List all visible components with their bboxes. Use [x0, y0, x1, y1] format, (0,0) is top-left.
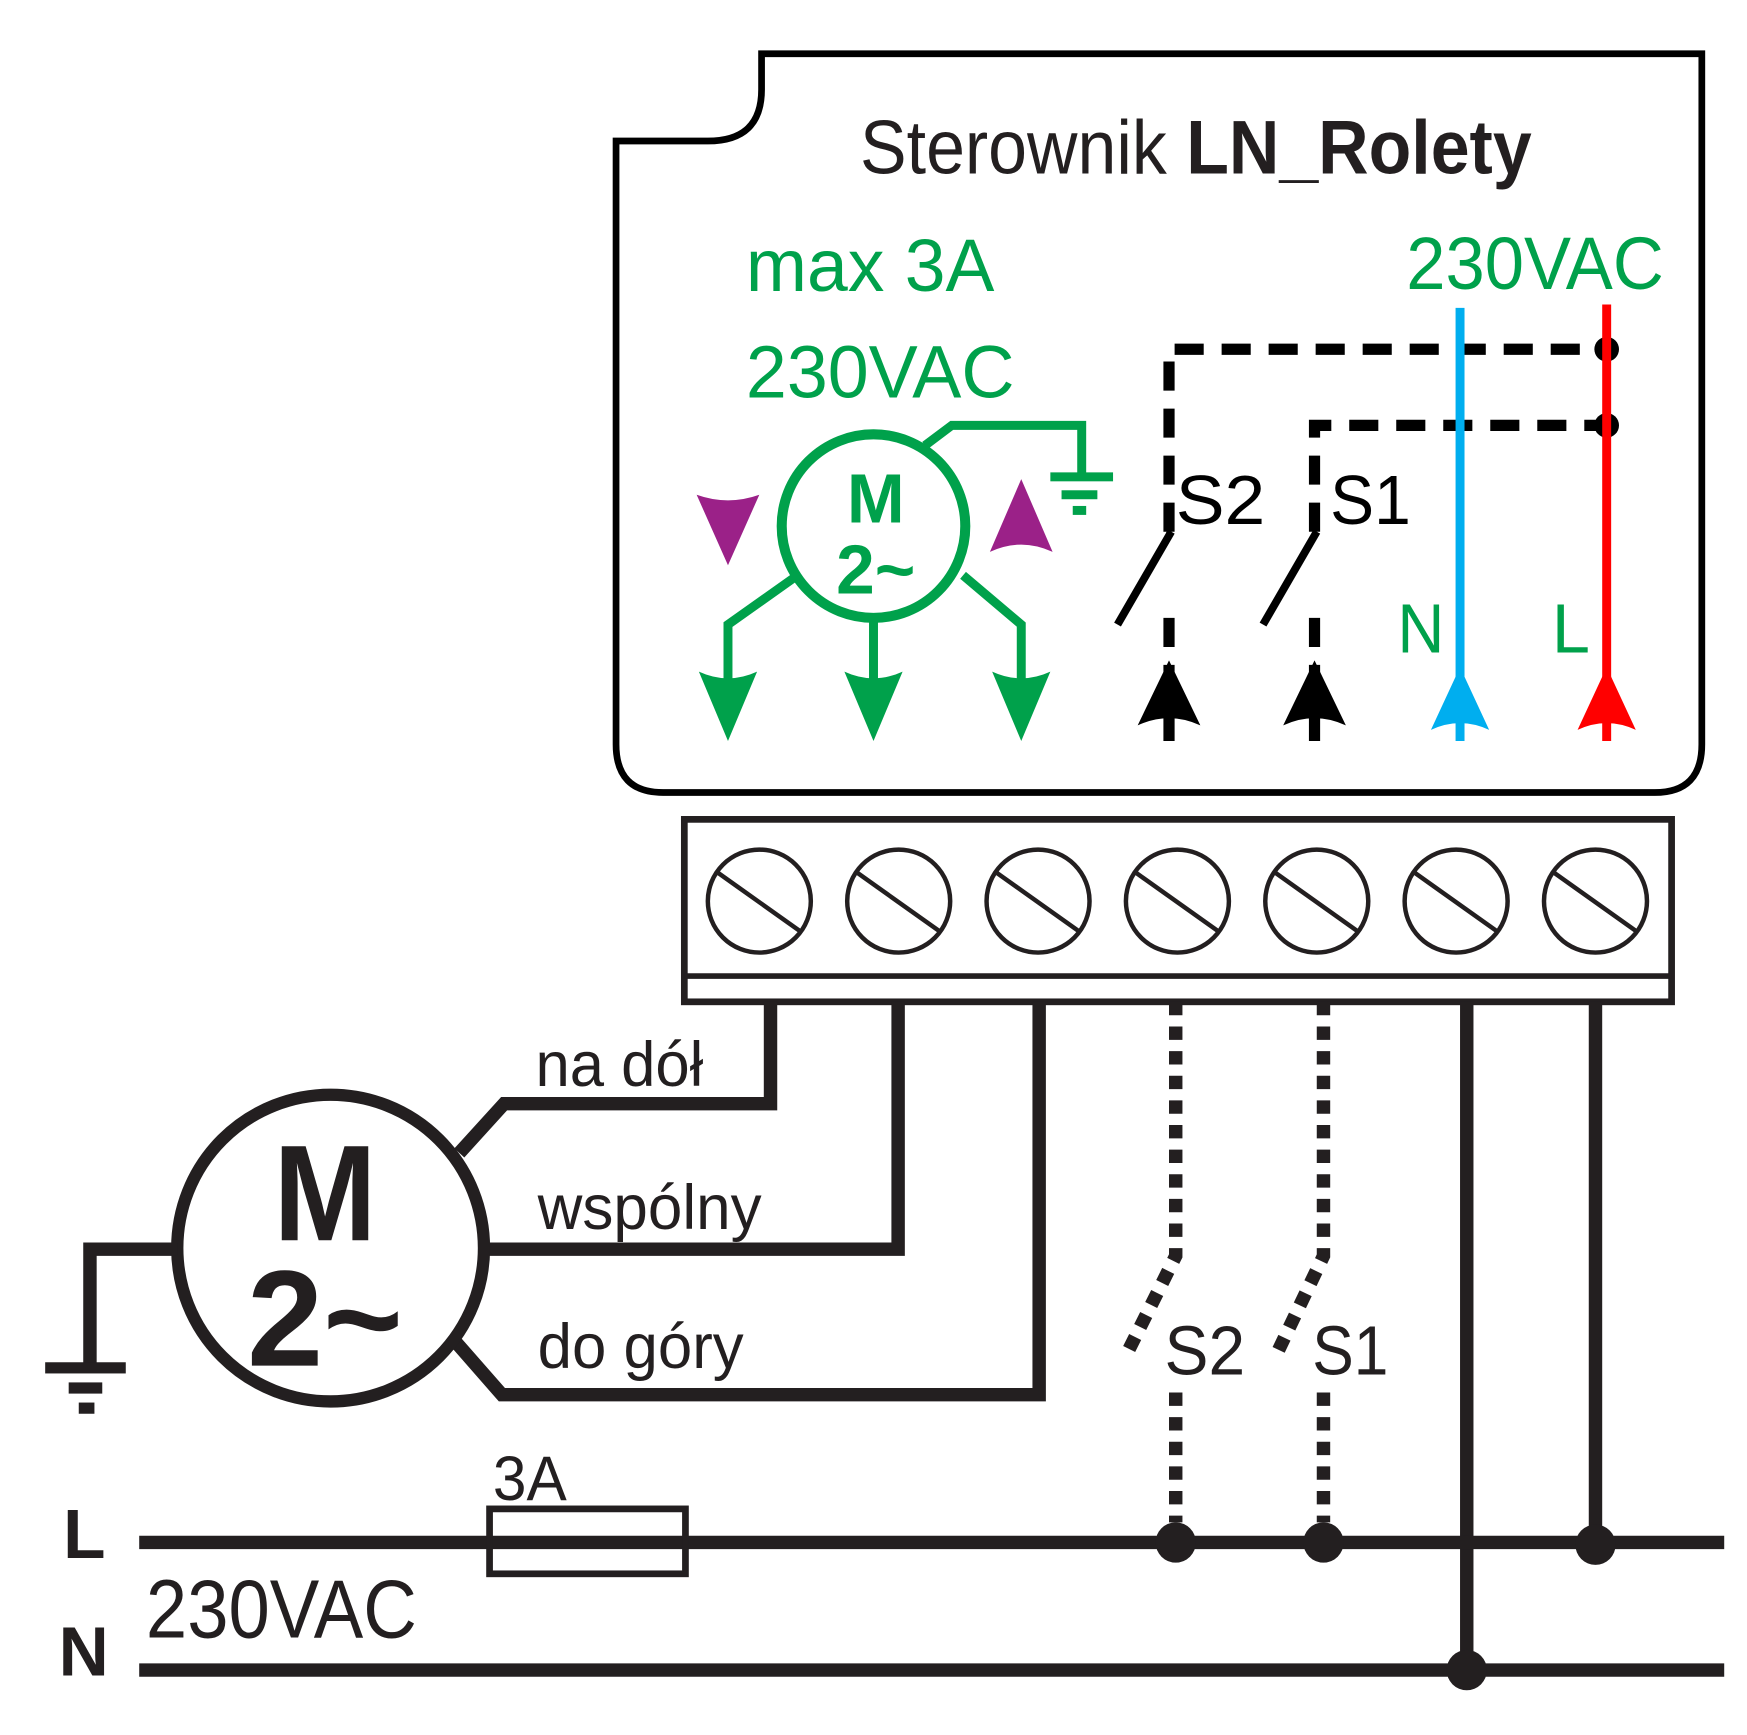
neutral-label: N	[1397, 590, 1444, 668]
input-arrow-s2-icon	[1137, 660, 1201, 726]
terminal-screw-icon	[984, 847, 1092, 955]
mains-neutral-label: N	[59, 1613, 109, 1691]
output-arrow-down-icon	[698, 671, 758, 742]
wire-do-gory	[449, 1001, 1046, 1402]
terminal-screw-icon	[1123, 847, 1232, 955]
internal-switch-s2-label: S2	[1176, 461, 1266, 539]
junction-dot	[1446, 1649, 1487, 1691]
wire-wspolny	[487, 1001, 905, 1256]
title-regular: Sterownik	[860, 106, 1168, 191]
terminal-screw-icon	[705, 847, 814, 955]
mains-line-label: L	[63, 1495, 105, 1573]
line-arrow-icon	[1577, 667, 1636, 730]
mains-voltage-label: 230VAC	[146, 1563, 417, 1656]
junction-dot	[1575, 1524, 1616, 1565]
output-arrow-common-icon	[844, 671, 903, 742]
fuse-rating: 3A	[493, 1444, 567, 1514]
motor-letter: M	[847, 460, 905, 538]
earth-icon	[45, 1362, 126, 1414]
earth-icon	[1050, 472, 1114, 515]
direction-up-icon	[989, 479, 1053, 552]
motor-letter: M	[274, 1116, 377, 1269]
title-bold: LN_Rolety	[1186, 106, 1531, 191]
line-label: L	[1552, 590, 1590, 668]
external-switches: S2 S1	[1120, 1001, 1388, 1523]
neutral-arrow-icon	[1430, 667, 1490, 730]
input-arrow-s1-icon	[1283, 660, 1346, 726]
terminal-screw-icon	[1263, 847, 1371, 955]
motor-earth-wire	[83, 1242, 178, 1368]
internal-switches: S2 S1	[1114, 336, 1619, 742]
external-switch-s2-label: S2	[1165, 1312, 1246, 1390]
motor-phase: 2~	[247, 1242, 403, 1395]
fuse-icon	[486, 1505, 689, 1578]
wire-na-dol	[454, 1001, 778, 1158]
terminal-screw-icon	[844, 847, 953, 955]
controller-title: Sterownik LN_Rolety	[860, 106, 1532, 191]
motor-phase: 2~	[836, 530, 915, 608]
output-arrow-up-icon	[992, 671, 1051, 742]
motor-circle-icon	[776, 429, 971, 623]
terminal-screw-icon	[1402, 847, 1510, 955]
wire-label-down: na dół	[535, 1030, 703, 1100]
junction-dot	[1155, 1522, 1196, 1563]
internal-switch-s1-label: S1	[1330, 461, 1411, 539]
motor-rating-current: max 3A	[746, 224, 995, 307]
external-switch-s1-label: S1	[1312, 1312, 1388, 1390]
terminal-screw-icon	[1541, 847, 1650, 955]
controller-motor-symbol: M 2~	[696, 420, 1114, 742]
terminal-block	[680, 816, 1675, 1006]
direction-down-icon	[696, 494, 760, 566]
controller-housing	[612, 50, 1706, 796]
junction-dot	[1303, 1522, 1344, 1563]
motor-rating-voltage: 230VAC	[746, 330, 1015, 413]
wire-label-common: wspólny	[537, 1173, 763, 1243]
wire-label-up: do góry	[538, 1312, 745, 1382]
motor-symbol: M 2~	[171, 1088, 491, 1408]
supply-voltage-label: 230VAC	[1406, 222, 1663, 305]
